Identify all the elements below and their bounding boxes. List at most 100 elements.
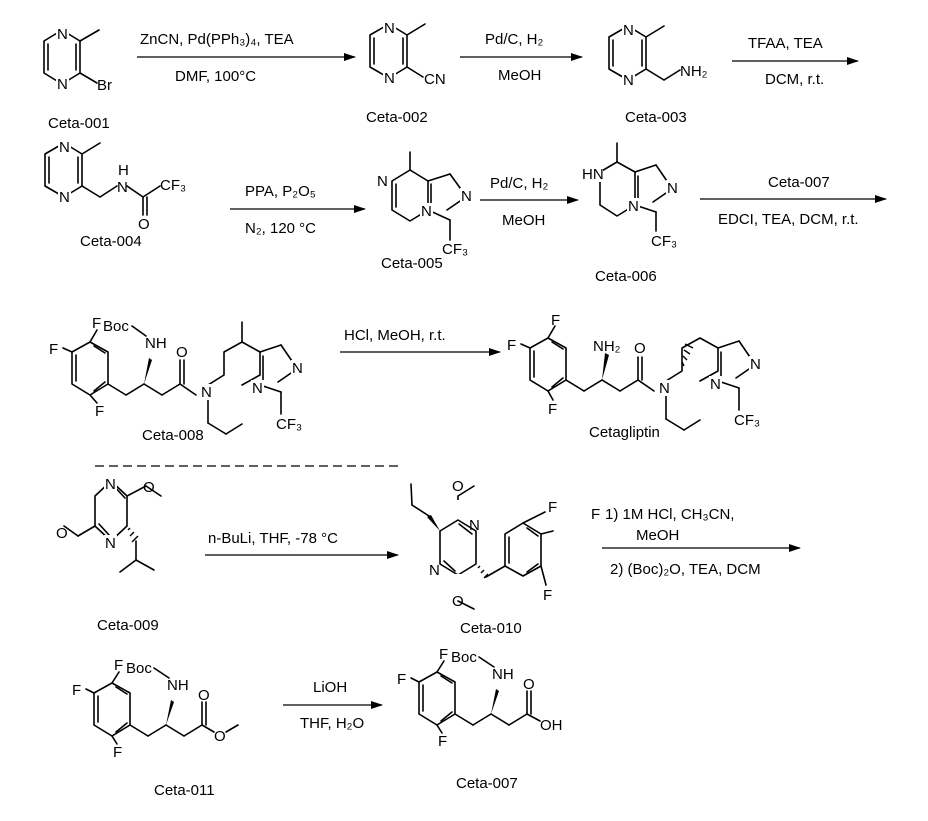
atom-f: F [92, 315, 101, 332]
atom-o: O [56, 525, 68, 542]
condition-step10-reagent: LiOH [313, 679, 347, 696]
atom-n: N [623, 22, 634, 39]
structure-ceta-005: N N N CF₃ [376, 151, 473, 258]
atom-o: O [523, 676, 535, 693]
atom-f: F [438, 733, 447, 750]
atom-f: F [543, 587, 552, 604]
atom-br: Br [97, 77, 112, 94]
atom-f: F [72, 682, 81, 699]
atom-boc: Boc [126, 660, 152, 677]
atom-n: N [384, 20, 395, 37]
label-ceta-001: Ceta-001 [48, 115, 110, 132]
atom-nh: NH [492, 666, 514, 683]
structure-ceta-003: N N NH₂ [608, 22, 708, 89]
label-ceta-011: Ceta-011 [154, 782, 215, 799]
atom-cf3: CF₃ [276, 416, 302, 433]
structure-ceta-004: N N H N CF₃ O [44, 139, 186, 233]
atom-n: N [384, 70, 395, 87]
condition-step9-line1: 1) 1M HCl, CH₃CN, [605, 506, 734, 523]
structure-cetagliptin: F F F NH₂ O N N N CF₃ [507, 312, 762, 431]
atom-n: N [628, 198, 639, 215]
label-ceta-003: Ceta-003 [625, 109, 687, 126]
structure-ceta-009: N N O O [56, 476, 162, 573]
atom-n-amide: N [117, 179, 128, 196]
atom-nh: NH [145, 335, 167, 352]
atom-o: O [176, 344, 188, 361]
atom-o: O [138, 216, 150, 233]
atom-f: F [591, 506, 600, 523]
atom-o: O [452, 478, 464, 495]
atom-n: N [461, 188, 472, 205]
label-ceta-007: Ceta-007 [456, 775, 518, 792]
atom-o: O [452, 593, 464, 610]
condition-step6-conditions: EDCI, TEA, DCM, r.t. [718, 211, 859, 228]
atom-n: N [667, 180, 678, 197]
atom-n: N [750, 356, 761, 373]
atom-n: N [429, 562, 440, 579]
label-ceta-005: Ceta-005 [381, 255, 443, 272]
condition-step9-line2: MeOH [636, 527, 679, 544]
atom-oh: OH [540, 717, 563, 734]
atom-boc: Boc [103, 318, 129, 335]
atom-o: O [634, 340, 646, 357]
condition-step6-reagent: Ceta-007 [768, 174, 830, 191]
atom-nh2: NH₂ [680, 63, 708, 80]
structure-ceta-008: F F F Boc NH O N N N CF₃ [49, 315, 304, 435]
atom-n: N [105, 476, 116, 493]
condition-step2-solvent: MeOH [498, 67, 541, 84]
label-ceta-004: Ceta-004 [80, 233, 142, 250]
label-ceta-008: Ceta-008 [142, 427, 204, 444]
atom-f: F [113, 744, 122, 761]
atom-n: N [710, 376, 721, 393]
atom-n: N [57, 26, 68, 43]
atom-f: F [95, 403, 104, 420]
atom-n: N [105, 535, 116, 552]
atom-f: F [439, 646, 448, 663]
structure-ceta-010: O N N O F F F [410, 478, 600, 610]
atom-f: F [551, 312, 560, 329]
structure-ceta-006: HN N N CF₃ [582, 142, 679, 250]
atom-n: N [421, 203, 432, 220]
atom-cf3: CF₃ [160, 177, 186, 194]
atom-n: N [469, 517, 480, 534]
condition-step7-reagents: HCl, MeOH, r.t. [344, 327, 446, 344]
atom-hn: HN [582, 166, 604, 183]
condition-step3-reagents: TFAA, TEA [748, 35, 823, 52]
condition-step2-reagents: Pd/C, H₂ [485, 31, 544, 48]
label-ceta-002: Ceta-002 [366, 109, 428, 126]
atom-nh2: NH₂ [593, 338, 621, 355]
condition-step5-solvent: MeOH [502, 212, 545, 229]
structure-ceta-002: N N CN [369, 20, 446, 88]
atom-o: O [214, 728, 226, 745]
atom-o: O [198, 687, 210, 704]
atom-n: N [659, 380, 670, 397]
atom-n: N [59, 189, 70, 206]
atom-n: N [57, 76, 68, 93]
atom-n: N [252, 380, 263, 397]
atom-f: F [548, 401, 557, 418]
structure-ceta-011: F F F Boc NH O O [72, 657, 239, 761]
atom-n: N [377, 173, 388, 190]
atom-f: F [49, 341, 58, 358]
atom-f: F [114, 657, 123, 674]
atom-cf3: CF₃ [651, 233, 677, 250]
atom-f: F [548, 499, 557, 516]
label-ceta-009: Ceta-009 [97, 617, 159, 634]
atom-h: H [118, 162, 129, 179]
atom-n: N [292, 360, 303, 377]
condition-step4-reagents: PPA, P₂O₅ [245, 183, 316, 200]
label-cetagliptin: Cetagliptin [589, 424, 660, 441]
condition-step3-solvent: DCM, r.t. [765, 71, 824, 88]
atom-o: O [143, 479, 155, 496]
label-ceta-006: Ceta-006 [595, 268, 657, 285]
condition-step8-reagents: n-BuLi, THF, -78 °C [208, 530, 338, 547]
atom-boc: Boc [451, 649, 477, 666]
atom-cf3: CF₃ [442, 241, 468, 258]
condition-step9-line3: 2) (Boc)₂O, TEA, DCM [610, 561, 761, 578]
atom-n: N [623, 72, 634, 89]
atom-n: N [201, 384, 212, 401]
atom-f: F [397, 671, 406, 688]
atom-f: F [507, 337, 516, 354]
condition-step4-conditions: N₂, 120 °C [245, 220, 316, 237]
